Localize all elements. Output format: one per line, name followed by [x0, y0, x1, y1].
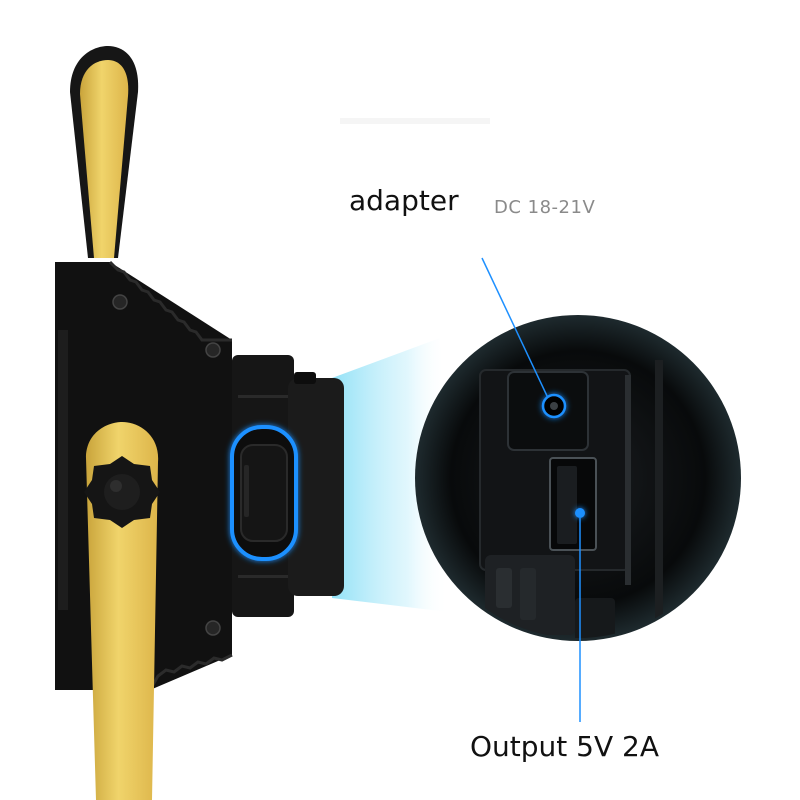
zoom-lens [415, 315, 741, 641]
light-beam [332, 338, 448, 612]
dc-jack-port-icon [507, 371, 589, 451]
usb-port-icon [549, 457, 597, 551]
output-label: Output 5V 2A [470, 730, 659, 763]
adjustment-knob-icon [84, 456, 160, 528]
adapter-label: adapter [349, 184, 459, 217]
adapter-spec-label: DC 18-21V [494, 197, 596, 218]
background-smudge [340, 118, 490, 124]
screw-icon [205, 620, 221, 636]
screw-icon [205, 342, 221, 358]
port-cover-highlight [230, 425, 298, 561]
screw-icon [112, 294, 128, 310]
stand-handle-top [70, 46, 139, 258]
adapter-callout-line [481, 257, 549, 399]
